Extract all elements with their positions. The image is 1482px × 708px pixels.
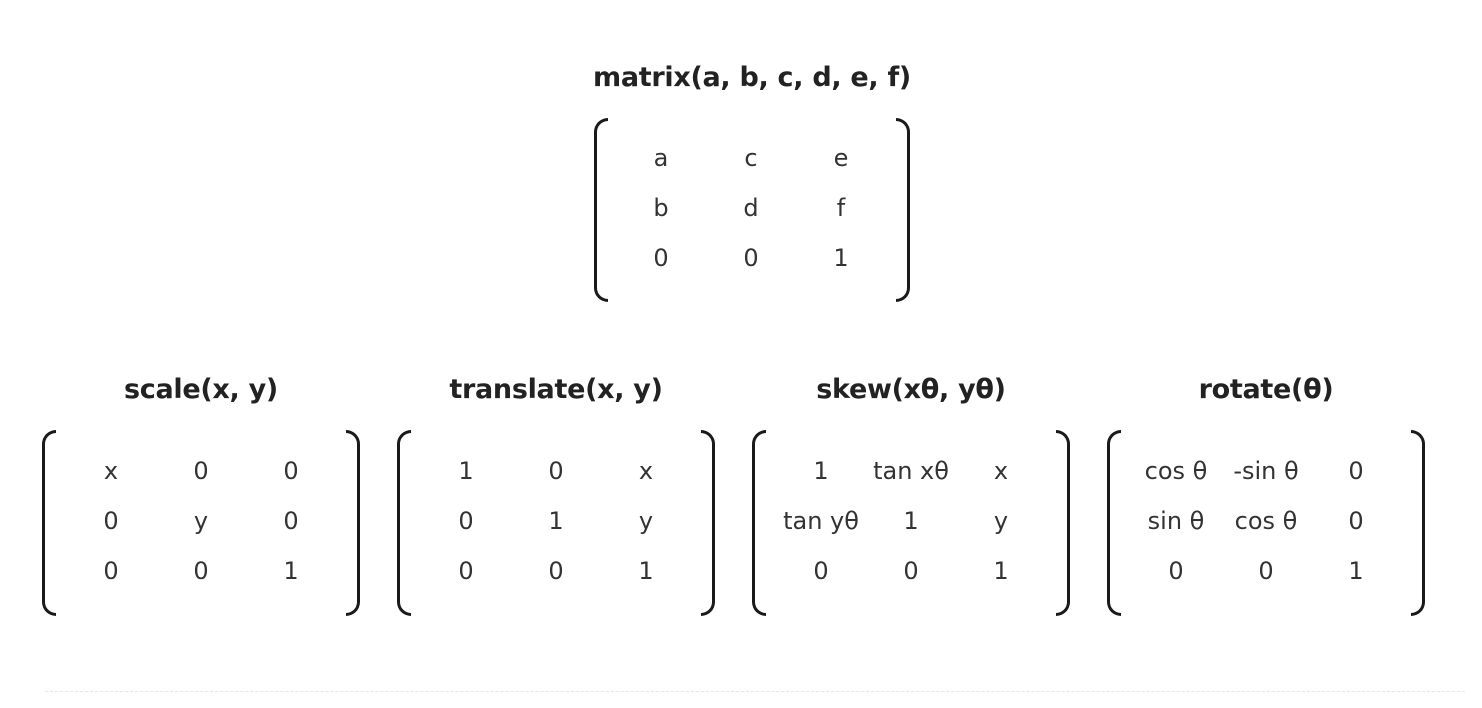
matrix-cell: 1: [548, 507, 564, 535]
matrix-cell: 0: [103, 557, 119, 585]
matrix-cell: y: [993, 507, 1009, 535]
matrix-title: skew(xθ, yθ): [816, 374, 1006, 405]
matrix-cell: b: [653, 194, 669, 222]
right-bracket: [1411, 430, 1425, 616]
matrix-cell: cos θ: [1144, 457, 1208, 485]
matrix-cell: e: [833, 144, 849, 172]
matrix-cell: y: [193, 507, 209, 535]
matrix-cell: 1: [1348, 557, 1364, 585]
matrix-translate: translate(x, y) 1 0 x 0 1 y 0 0 1: [395, 372, 717, 622]
matrix-cell: 0: [548, 557, 564, 585]
matrix-title: matrix(a, b, c, d, e, f): [593, 62, 911, 93]
matrix-cell: x: [993, 457, 1009, 485]
matrix-cell: 0: [458, 557, 474, 585]
matrix-rotate: rotate(θ) cos θ -sin θ 0 sin θ cos θ 0 0…: [1105, 372, 1427, 622]
left-bracket: [594, 118, 608, 302]
matrix-cell: tan yθ: [783, 507, 859, 535]
matrix-cell: f: [836, 194, 846, 222]
matrix-cell: 0: [103, 507, 119, 535]
matrix-cell: 1: [903, 507, 919, 535]
matrix-cell: 0: [193, 557, 209, 585]
matrix-cell: 1: [458, 457, 474, 485]
right-bracket: [346, 430, 360, 616]
section-divider: [45, 691, 1465, 692]
matrix-cell: 0: [1258, 557, 1274, 585]
matrix-cell: 0: [283, 457, 299, 485]
matrix-cell: 1: [993, 557, 1009, 585]
left-bracket: [1107, 430, 1121, 616]
matrix-title: translate(x, y): [449, 374, 663, 405]
matrix-cell: 0: [1168, 557, 1184, 585]
matrix-scale: scale(x, y) x 0 0 0 y 0 0 0 1: [40, 372, 362, 622]
matrix-cell: 0: [1348, 507, 1364, 535]
matrix-cell: c: [744, 144, 758, 172]
matrix-cell: x: [103, 457, 119, 485]
matrix-cell: -sin θ: [1233, 457, 1299, 485]
matrix-cell: 0: [548, 457, 564, 485]
matrix-cell: 1: [833, 244, 849, 272]
left-bracket: [397, 430, 411, 616]
matrix-cell: 1: [638, 557, 654, 585]
matrix-cell: 0: [653, 244, 669, 272]
matrix-general: matrix(a, b, c, d, e, f) a c e b d f 0 0…: [592, 60, 912, 310]
matrix-cell: 0: [1348, 457, 1364, 485]
matrix-cell: cos θ: [1234, 507, 1298, 535]
matrix-cell: x: [638, 457, 654, 485]
matrix-cell: 0: [458, 507, 474, 535]
matrix-title: scale(x, y): [124, 374, 278, 405]
matrix-cell: d: [743, 194, 759, 222]
matrix-cell: a: [653, 144, 669, 172]
matrix-cell: y: [638, 507, 654, 535]
matrix-cell: 0: [903, 557, 919, 585]
right-bracket: [1056, 430, 1070, 616]
matrix-title: rotate(θ): [1198, 374, 1334, 405]
left-bracket: [752, 430, 766, 616]
matrix-cell: 0: [743, 244, 759, 272]
right-bracket: [896, 118, 910, 302]
matrix-cell: 1: [283, 557, 299, 585]
right-bracket: [701, 430, 715, 616]
matrix-cell: tan xθ: [873, 457, 949, 485]
matrix-cell: 1: [813, 457, 829, 485]
matrix-skew: skew(xθ, yθ) 1 tan xθ x tan yθ 1 y 0 0 1: [750, 372, 1072, 622]
matrix-cell: 0: [283, 507, 299, 535]
matrix-cell: sin θ: [1147, 507, 1205, 535]
matrix-cell: 0: [813, 557, 829, 585]
matrix-cell: 0: [193, 457, 209, 485]
left-bracket: [42, 430, 56, 616]
